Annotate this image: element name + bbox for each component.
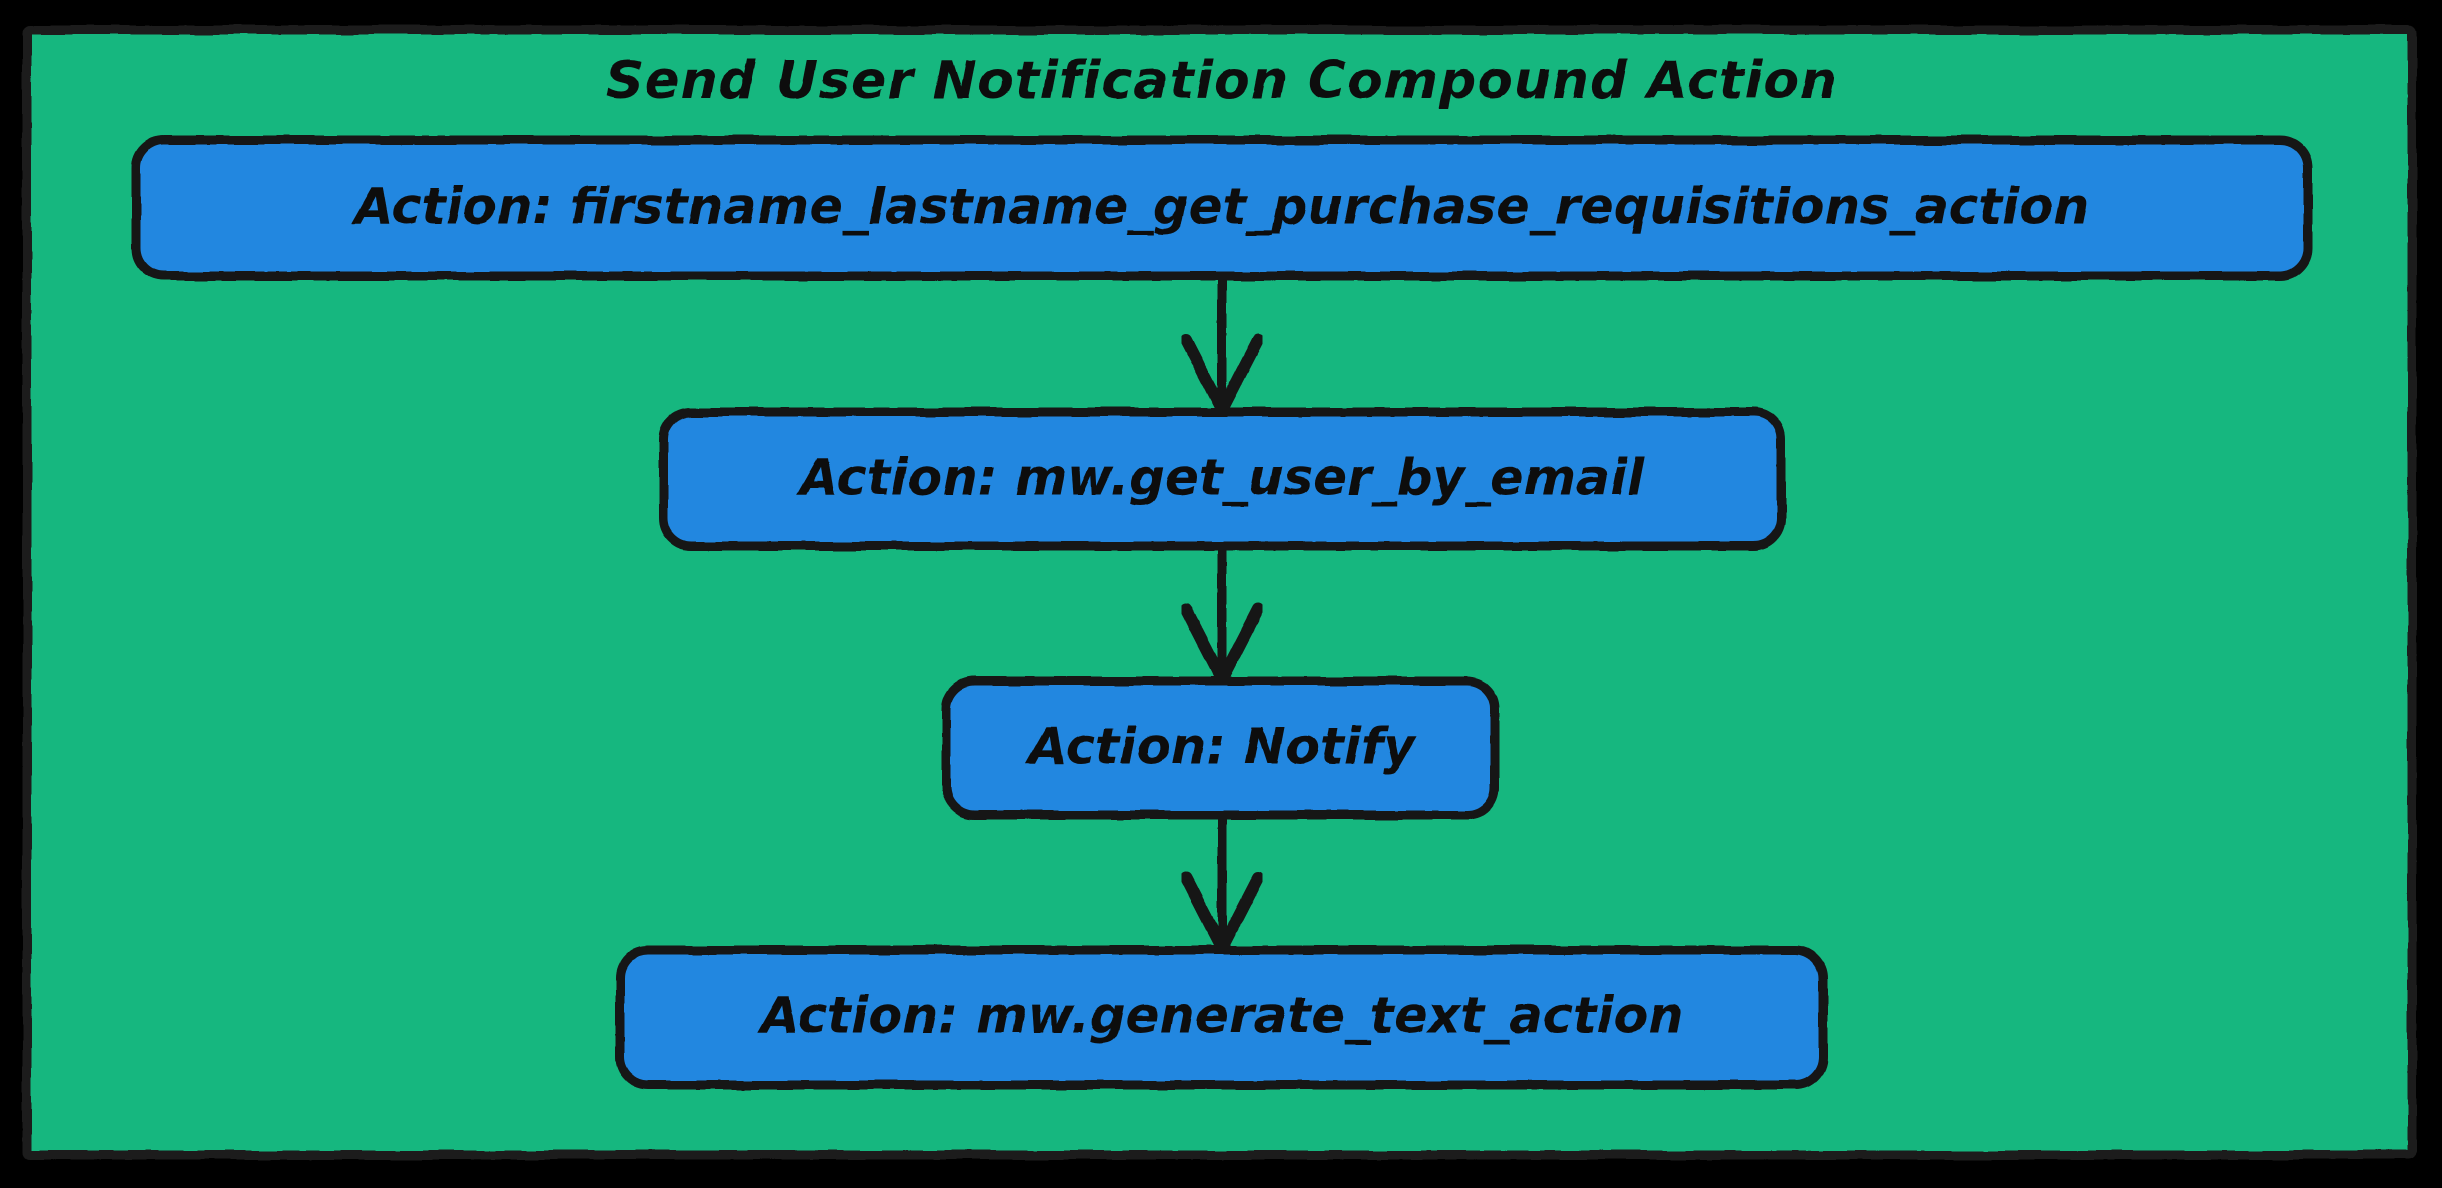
node-generate-text[interactable]: Action: mw.generate_text_action [615,945,1828,1090]
node-purchase-requisitions[interactable]: Action: firstname_lastname_get_purchase_… [131,135,2313,281]
node-notify[interactable]: Action: Notify [941,676,1500,820]
node-get-user-by-email[interactable]: Action: mw.get_user_by_email [658,407,1786,551]
